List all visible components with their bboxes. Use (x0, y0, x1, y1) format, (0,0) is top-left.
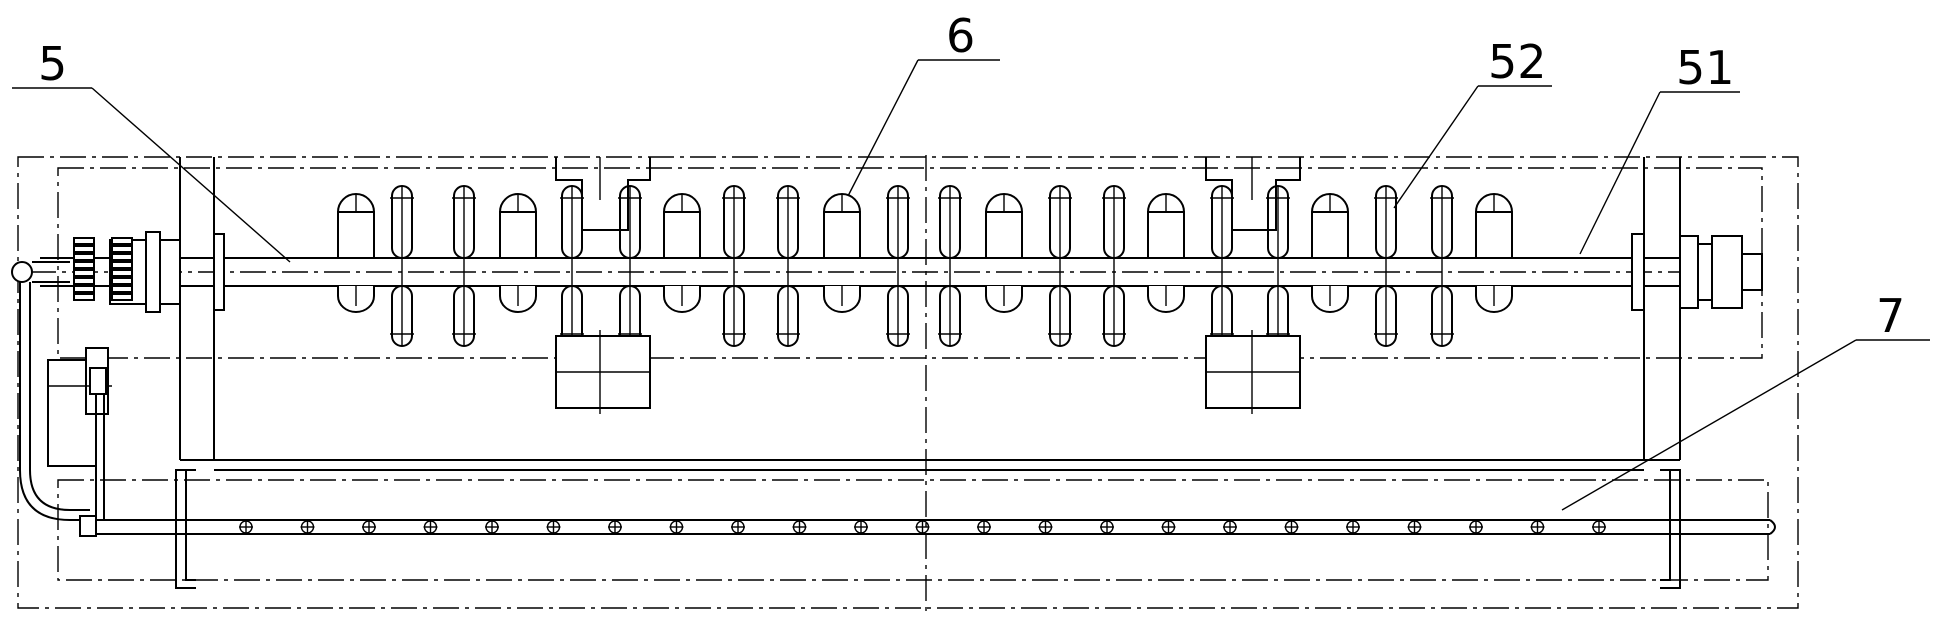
roller (663, 193, 701, 313)
roller (1102, 185, 1126, 347)
main-shaft (30, 257, 1760, 287)
support-rails (214, 459, 1644, 471)
gear-tooth (73, 269, 95, 277)
right-coupling (1711, 235, 1763, 309)
tube-hole (1469, 520, 1483, 534)
tube-hole (1161, 520, 1176, 534)
tube-hole (423, 520, 438, 534)
gear-tooth (111, 253, 133, 261)
gear-tooth (73, 285, 95, 293)
gear-tooth (111, 285, 133, 293)
gear-tooth (111, 237, 133, 245)
tube-hole (1592, 520, 1606, 534)
roller (985, 193, 1023, 313)
roller (1210, 185, 1234, 347)
right-bearing (1631, 233, 1713, 311)
leader-51 (1579, 91, 1740, 255)
drive-motor (47, 347, 112, 520)
tube-hole (546, 520, 561, 534)
callout-6: 6 (946, 9, 975, 63)
tube-hole (239, 520, 253, 534)
gear-tooth (111, 245, 133, 253)
gear-tooth (111, 277, 133, 285)
tube-holes (239, 520, 1606, 534)
roller (452, 185, 476, 347)
tube-hole (1407, 520, 1422, 534)
callout-5: 5 (38, 37, 67, 91)
outer-frame (17, 156, 1799, 609)
roller (1048, 185, 1072, 347)
tube-hole (608, 520, 622, 534)
gear-tooth (73, 277, 95, 285)
tube-hole (1530, 520, 1545, 534)
lower-bracket-left (555, 330, 651, 414)
tube-hole (1346, 520, 1360, 534)
tube-hole (731, 520, 745, 534)
tube-hole (669, 520, 684, 534)
leader-5 (12, 87, 291, 263)
gear-tooth (73, 293, 95, 301)
roller (938, 185, 962, 347)
callout-51: 51 (1676, 41, 1735, 95)
callout-7: 7 (1876, 289, 1905, 343)
tube-zone-frame (57, 479, 1769, 581)
roller (1430, 185, 1454, 347)
tube-hole (1038, 520, 1053, 534)
tube-hole (915, 520, 930, 534)
gear-tooth (111, 261, 133, 269)
right-side-plate (1643, 157, 1681, 461)
roller (499, 193, 537, 313)
roller (1147, 193, 1185, 313)
leader-7 (1561, 339, 1930, 511)
roller (722, 185, 746, 347)
roller (390, 185, 414, 347)
roller (1475, 193, 1513, 313)
spray-tube (96, 519, 1776, 535)
callout-52: 52 (1488, 35, 1547, 89)
left-gear-stack (73, 237, 147, 305)
gear-tooth (111, 293, 133, 301)
pipe-elbow (19, 282, 97, 537)
left-side-plate (179, 157, 215, 461)
roller (560, 185, 584, 347)
roller (776, 185, 800, 347)
tube-hole (792, 520, 807, 534)
tube-hole (1100, 520, 1114, 534)
tube-hole (485, 520, 499, 534)
roller (1311, 193, 1349, 313)
channel-brackets (175, 469, 1681, 589)
roller (886, 185, 910, 347)
tube-hole (1284, 520, 1299, 534)
gear-tooth (111, 269, 133, 277)
lower-bracket-right (1205, 330, 1301, 414)
tube-hole (362, 520, 376, 534)
roller-zone-frame (57, 167, 1763, 359)
left-end-cap-icon (11, 261, 70, 283)
roller (618, 185, 642, 347)
gear-tooth (73, 261, 95, 269)
leader-52 (1393, 85, 1552, 209)
tube-hole (854, 520, 868, 534)
roller (823, 193, 861, 313)
roller-array (337, 185, 1513, 347)
gear-tooth (73, 253, 95, 261)
tube-hole (300, 520, 315, 534)
tube-hole (1223, 520, 1237, 534)
upper-bracket-right (1205, 157, 1301, 231)
gear-tooth (73, 245, 95, 253)
roller (1374, 185, 1398, 347)
leader-6 (847, 59, 1000, 197)
upper-bracket-left (555, 157, 651, 231)
gear-tooth (73, 237, 95, 245)
roller (1266, 185, 1290, 347)
tube-hole (977, 520, 991, 534)
roller (337, 193, 375, 313)
